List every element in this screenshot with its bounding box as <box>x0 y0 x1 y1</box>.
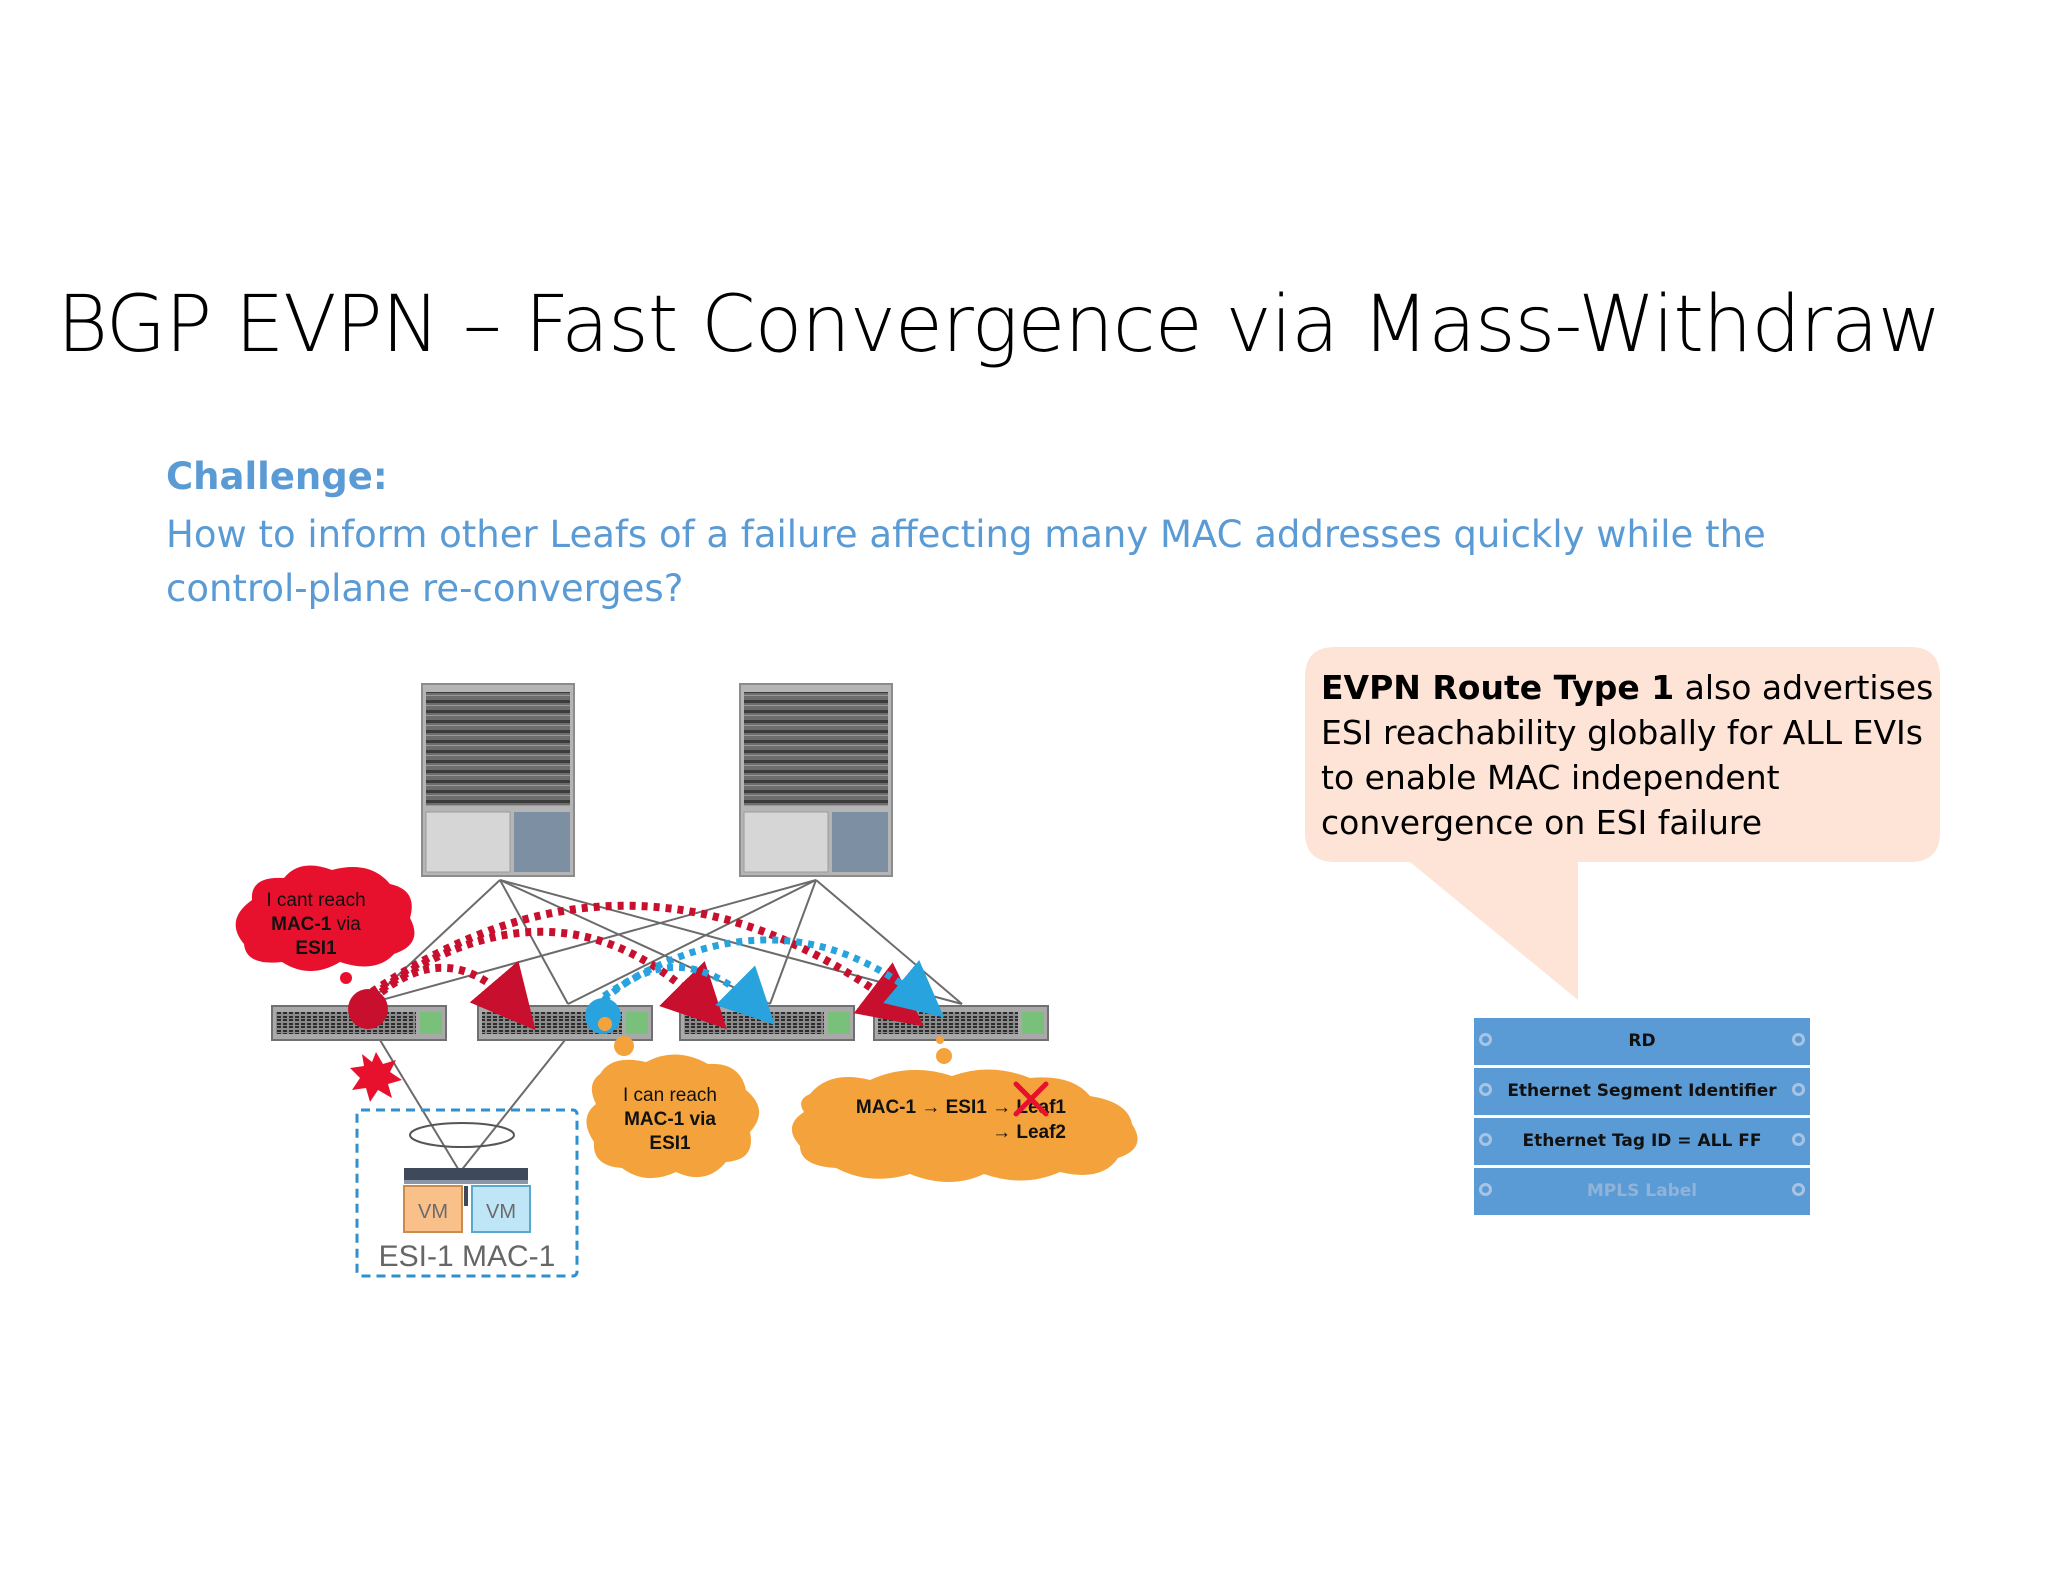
mapping-line-2: → Leaf2 <box>992 1122 1066 1143</box>
vm-label-2: VM <box>486 1201 516 1223</box>
can-reach-line-1: I can reach <box>623 1085 717 1106</box>
route-type-1-fields: RD Ethernet Segment Identifier Ethernet … <box>1474 1018 1810 1218</box>
field-label: Ethernet Tag ID = ALL FF <box>1522 1131 1762 1151</box>
spine-switch-1 <box>421 683 575 877</box>
leaf-switch-4 <box>873 1005 1049 1041</box>
update-source-dot <box>585 998 621 1034</box>
failure-burst-icon <box>350 1052 402 1102</box>
callout-body: also advertises ESI reachability globall… <box>1321 668 1934 842</box>
withdraw-arrows <box>369 901 925 1031</box>
callout-bold: EVPN Route Type 1 <box>1321 668 1675 707</box>
host-server <box>404 1168 528 1180</box>
ring-icon <box>1792 1133 1805 1146</box>
esi-host-box: VM VM ESI-1 MAC-1 <box>355 1108 579 1278</box>
field-label: RD <box>1628 1031 1656 1051</box>
vm-label-1: VM <box>418 1201 448 1223</box>
spine-switch-2 <box>739 683 893 877</box>
can-reach-line-2: MAC-1 via <box>624 1109 716 1130</box>
mac-mapping-bubble: MAC-1 → ESI1 → Leaf1 → Leaf2 <box>791 1069 1138 1182</box>
field-rd: RD <box>1474 1018 1810 1065</box>
can-reach-line-3: ESI1 <box>649 1133 691 1154</box>
field-label: MPLS Label <box>1586 1181 1698 1201</box>
bubble-tail-dot <box>340 972 352 984</box>
field-mpls-label: MPLS Label <box>1474 1168 1810 1215</box>
ring-icon <box>1479 1083 1492 1096</box>
challenge-text: How to inform other Leafs of a failure a… <box>166 513 1766 610</box>
mapping-line-1: MAC-1 → ESI1 → Leaf1 <box>856 1097 1067 1118</box>
can-reach-bubble: I can reach MAC-1 via ESI1 <box>586 1054 760 1179</box>
vm-box-1 <box>403 1185 463 1233</box>
callout-text: EVPN Route Type 1 also advertises ESI re… <box>1321 665 1941 845</box>
leaf-switch-2 <box>477 1005 653 1041</box>
field-label: Ethernet Segment Identifier <box>1507 1081 1777 1101</box>
update-arrows <box>601 936 945 1025</box>
field-esi: Ethernet Segment Identifier <box>1474 1068 1810 1115</box>
cant-reach-line-1: I cant reach <box>266 890 365 911</box>
slide-title: BGP EVPN – Fast Convergence via Mass-Wit… <box>57 280 1942 370</box>
withdraw-source-dot <box>348 989 388 1029</box>
ring-icon <box>1792 1083 1805 1096</box>
vm-box-2 <box>471 1185 531 1233</box>
field-ethernet-tag: Ethernet Tag ID = ALL FF <box>1474 1118 1810 1165</box>
cant-reach-bubble: I cant reach MAC-1 via ESI1 <box>235 865 415 971</box>
ring-icon <box>1479 1033 1492 1046</box>
cant-reach-mac: MAC-1 <box>271 914 332 935</box>
cant-reach-line-3: ESI1 <box>295 938 337 959</box>
challenge-label: Challenge: <box>166 455 388 498</box>
strike-x-icon <box>1013 1081 1049 1117</box>
cant-reach-via: via <box>331 914 361 935</box>
callout-bubble <box>1305 647 1940 1000</box>
ring-icon <box>1792 1033 1805 1046</box>
svg-text:MAC-1 via: MAC-1 via <box>271 914 361 935</box>
ring-icon <box>1792 1183 1805 1196</box>
ring-icon <box>1479 1133 1492 1146</box>
esi-label: ESI-1 MAC-1 <box>379 1240 556 1273</box>
ring-icon <box>1479 1183 1492 1196</box>
